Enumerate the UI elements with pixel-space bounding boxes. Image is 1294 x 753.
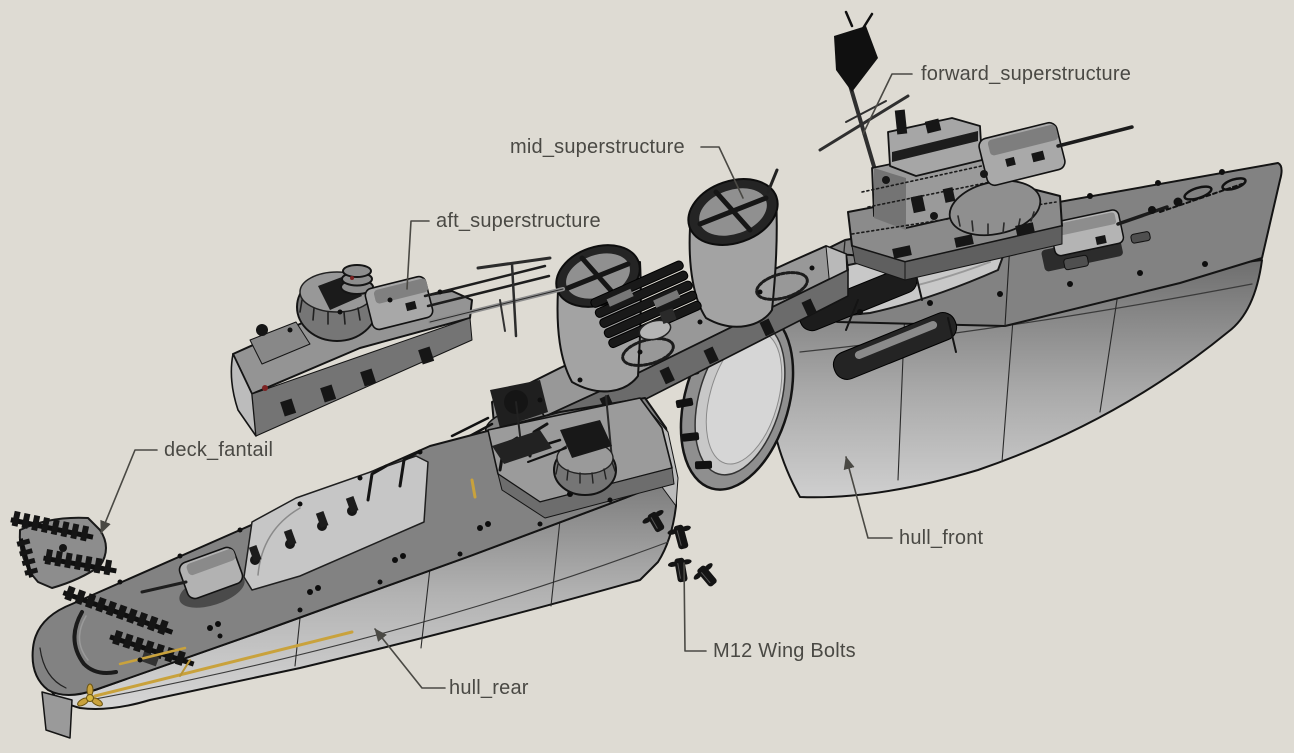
- propeller: [77, 683, 103, 707]
- lowered-deck-panel: [243, 455, 429, 591]
- depth-charge-racks: [62, 585, 195, 675]
- part-aft-superstructure[interactable]: [230, 256, 565, 437]
- spar-rack: [428, 287, 565, 332]
- gun-barrel: [426, 274, 551, 308]
- gun-barrel: [1116, 205, 1169, 226]
- mast-spar: [845, 100, 887, 123]
- gun-barrel: [1056, 125, 1134, 148]
- label-aft-superstructure[interactable]: aft_superstructure: [436, 210, 601, 232]
- leader-aft-superstructure: [406, 220, 430, 290]
- cowl-vent: [256, 324, 268, 336]
- aft-gun-turret: [364, 264, 551, 331]
- radar-antenna: [834, 26, 878, 92]
- wing-bolt: [642, 509, 665, 533]
- deckhouse-doors: [280, 346, 435, 417]
- bow-gun-turret: [1041, 205, 1169, 272]
- funnel-forward: [687, 168, 809, 328]
- leader-mid-superstructure: [700, 146, 744, 199]
- stern-gun-turret: [140, 546, 245, 608]
- t-antenna: [476, 256, 552, 338]
- davit-post: [515, 401, 523, 453]
- trough-curve: [257, 507, 301, 576]
- platform-slats: [957, 211, 1035, 235]
- propeller-shaft-assembly: [41, 478, 477, 739]
- part-hull-rear[interactable]: [31, 395, 679, 739]
- wing-bolt: [693, 563, 717, 587]
- wing-bolt: [667, 524, 691, 550]
- fantail-fitting: [59, 544, 67, 552]
- leader-hull-front: [843, 456, 893, 539]
- searchlight-platform: [638, 319, 672, 341]
- label-hull-front[interactable]: hull_front: [899, 527, 984, 549]
- mast-top-gear: [844, 10, 874, 32]
- cowl-vents: [248, 496, 359, 565]
- aft-deckhouse-end: [230, 353, 257, 437]
- bridge-windows: [892, 131, 978, 162]
- label-m12-wing-bolts[interactable]: M12 Wing Bolts: [713, 640, 856, 662]
- part-deck-fantail[interactable]: [10, 510, 118, 589]
- leader-deck-fantail: [100, 449, 158, 534]
- fantail-rack-side: [16, 538, 39, 578]
- funnel-pipe: [766, 168, 779, 194]
- deck-bolt-heads: [117, 449, 613, 663]
- anchor-deck-gear: [1148, 177, 1247, 214]
- rudder: [41, 691, 73, 739]
- bridge-base-front: [904, 225, 1063, 281]
- funnel-platform-rail: [755, 271, 809, 301]
- label-deck-fantail[interactable]: deck_fantail: [164, 439, 274, 461]
- forecastle-aa-tub: [520, 420, 617, 496]
- superstructure-fittings: [882, 109, 1035, 259]
- part-forward-superstructure[interactable]: [818, 10, 1134, 281]
- leader-m12-wing-bolts: [683, 562, 707, 652]
- red-fitting: [262, 385, 268, 391]
- hull-boot-line: [89, 541, 669, 701]
- deck-bolt-heads: [287, 289, 443, 333]
- leader-forward-superstructure: [862, 73, 913, 135]
- label-mid-superstructure[interactable]: mid_superstructure: [510, 136, 685, 158]
- fantail-edge-line: [39, 647, 67, 689]
- red-fitting: [350, 276, 354, 280]
- hull-seam: [1099, 279, 1121, 413]
- searchlight: [659, 307, 677, 325]
- leader-lines: [100, 73, 913, 689]
- label-forward-superstructure[interactable]: forward_superstructure: [921, 63, 1132, 85]
- deck-bolt-heads: [537, 265, 815, 403]
- ship-boats: [798, 253, 958, 380]
- part-mid-superstructure[interactable]: [450, 168, 849, 453]
- small-deckhouse: [249, 321, 311, 365]
- label-hull-rear[interactable]: hull_rear: [449, 677, 529, 699]
- gun-barrel: [140, 580, 188, 594]
- fantail-rack-upper: [10, 510, 94, 542]
- torpedo-tubes: [590, 260, 702, 349]
- forward-gun-turret: [978, 121, 1134, 187]
- gun-barrel: [423, 264, 547, 298]
- funnel-platform-rail: [621, 337, 675, 367]
- mast-yard: [818, 94, 910, 152]
- fantail-rack-lower: [43, 549, 117, 576]
- hull-seam: [294, 519, 561, 667]
- leader-hull-rear: [374, 628, 446, 689]
